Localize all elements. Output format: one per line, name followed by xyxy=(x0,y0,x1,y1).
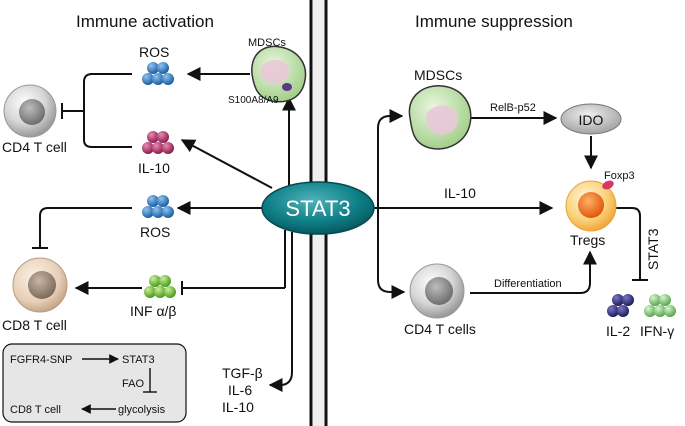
arrow-stat3-to-cytokines xyxy=(268,232,293,392)
ros-molecule-mid xyxy=(142,195,174,218)
cytokine-tgfb: TGF-β xyxy=(222,365,263,381)
tregs-label: Tregs xyxy=(570,232,605,248)
stat3-node: STAT3 xyxy=(261,181,375,235)
il10-left-label: IL-10 xyxy=(138,160,170,176)
bracket-ros-il10 xyxy=(83,73,132,148)
il10-molecule xyxy=(142,131,174,154)
ido-label: IDO xyxy=(579,112,604,128)
il10-right-label: IL-10 xyxy=(444,185,476,201)
cd4-cell-left xyxy=(3,84,57,138)
ifn-molecule xyxy=(644,294,676,317)
mdsc-left-label: MDSCs xyxy=(248,37,286,49)
arrow-stat3-to-cd4-right xyxy=(377,208,406,299)
fgfr4-inset: FGFR4-SNP STAT3 FAO CD8 T cell glycolysi… xyxy=(2,343,187,423)
relb-label: RelB-p52 xyxy=(490,102,536,114)
mdsc-cell-left xyxy=(251,45,307,103)
ros-top-label: ROS xyxy=(139,44,169,60)
arrow-stat3-to-il10 xyxy=(180,139,273,189)
inf-label: INF α/β xyxy=(130,303,176,319)
mdsc-cell-right xyxy=(408,85,472,150)
ros-mid-label: ROS xyxy=(140,224,170,240)
tregs-cell xyxy=(565,180,617,232)
arrow-cd4-to-tregs xyxy=(470,250,597,294)
cd4-cell-right xyxy=(409,263,465,319)
inset-stat3: STAT3 xyxy=(122,354,155,366)
differentiation-label: Differentiation xyxy=(494,278,562,290)
cd4-right-label: CD4 T cells xyxy=(404,321,476,337)
foxp3-label: Foxp3 xyxy=(604,170,635,182)
inf-molecule xyxy=(144,275,176,298)
ros-molecule-top xyxy=(142,62,174,85)
inset-fao: FAO xyxy=(122,378,144,390)
connectors xyxy=(32,67,648,392)
cytokine-il6: IL-6 xyxy=(228,382,252,398)
heading-immune-activation: Immune activation xyxy=(76,12,214,31)
cytokine-il10: IL-10 xyxy=(222,399,254,415)
cd8-cell xyxy=(12,257,68,313)
mdsc-right-label: MDSCs xyxy=(414,67,462,83)
cd8-label: CD8 T cell xyxy=(2,317,67,333)
ifn-label: IFN-γ xyxy=(640,323,674,339)
il2-molecule xyxy=(607,294,634,317)
heading-immune-suppression: Immune suppression xyxy=(415,12,573,31)
inset-glycolysis: glycolysis xyxy=(118,404,166,416)
s100-label: S100A8/A9 xyxy=(228,95,279,106)
stat3-label: STAT3 xyxy=(285,196,350,221)
cd4-left-label: CD4 T cell xyxy=(2,139,67,155)
inset-fgfr4: FGFR4-SNP xyxy=(10,354,72,366)
inset-cd8: CD8 T cell xyxy=(10,404,61,416)
ido-node: IDO xyxy=(560,103,622,135)
inhibit-cd8-line xyxy=(39,207,132,248)
stat3-vertical-label: STAT3 xyxy=(645,228,661,270)
arrow-stat3-to-mdsc-right xyxy=(377,109,404,208)
il2-label: IL-2 xyxy=(606,323,630,339)
inhibit-stat3-line xyxy=(614,207,641,280)
